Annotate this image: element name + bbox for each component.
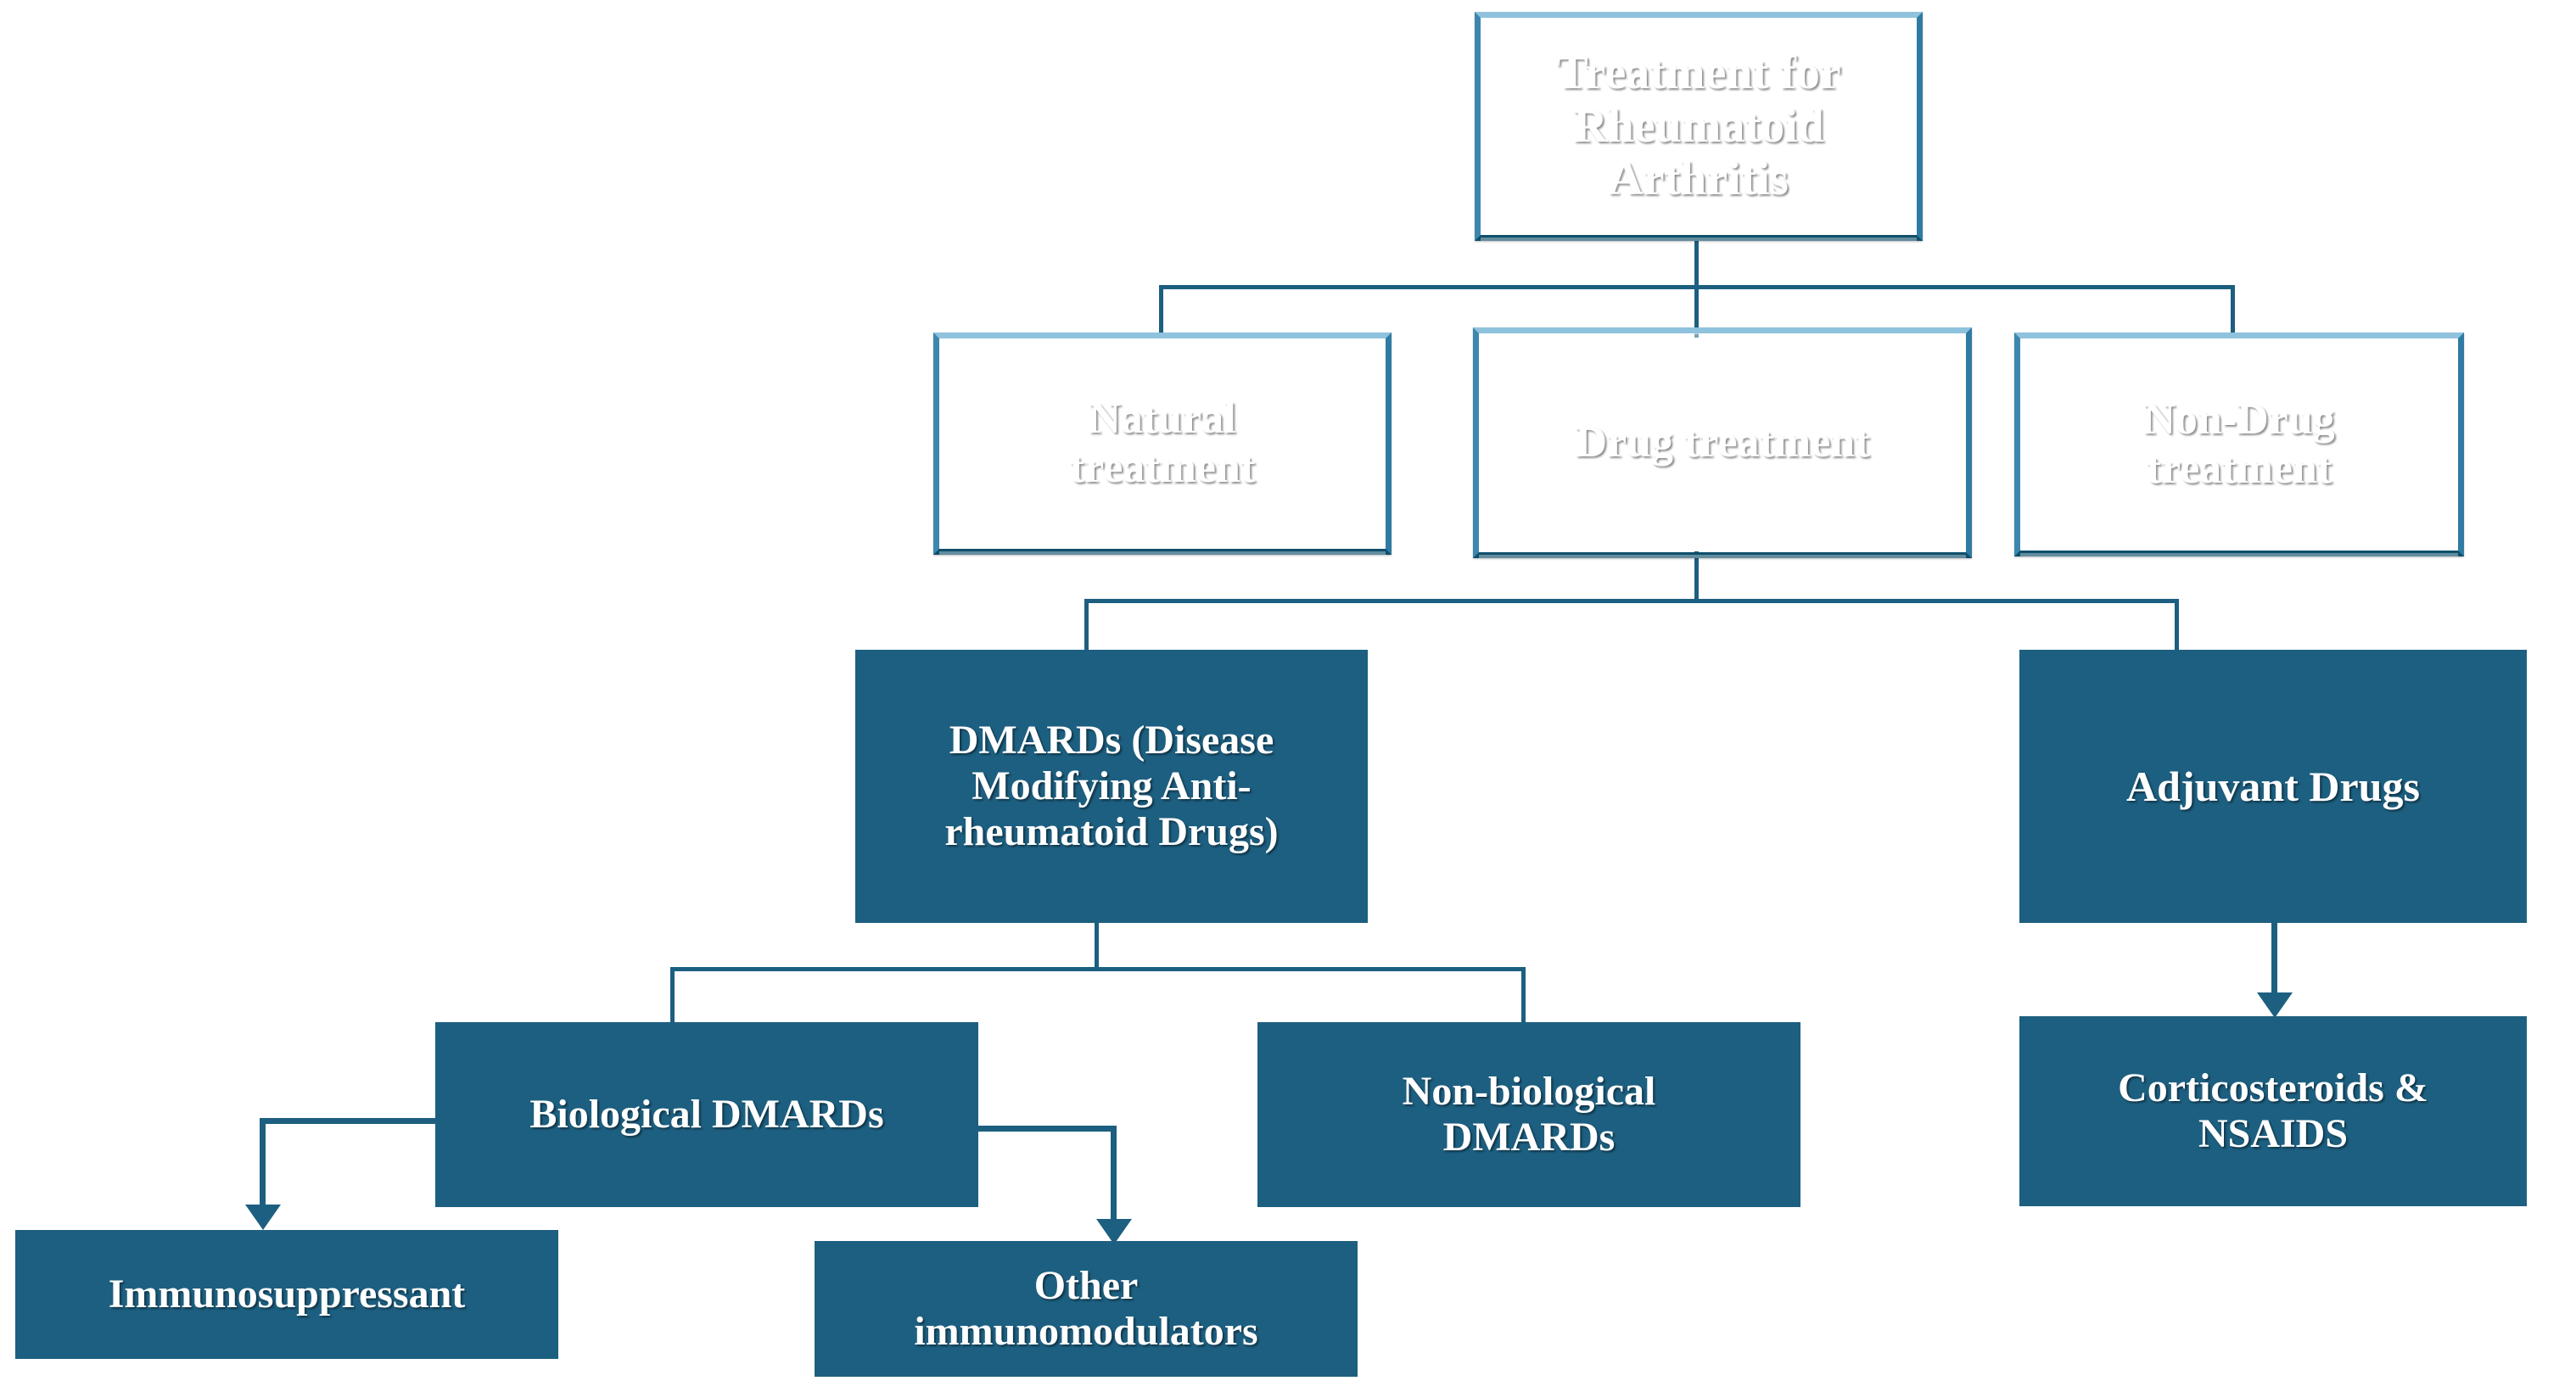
arrowhead-immunosuppressant	[245, 1205, 281, 1230]
connector-to-non-biological-dmards	[1521, 967, 1526, 1025]
arrowhead-corticosteroids	[2257, 992, 2293, 1018]
node-dmards-label: DMARDs (Disease Modifying Anti- rheumato…	[944, 718, 1279, 854]
connector-drug-treatment-stem	[1694, 551, 1699, 602]
connector-biological-right-arm	[974, 1126, 1117, 1132]
connector-to-adjuvant-drugs	[2175, 599, 2179, 651]
node-root-label: Treatment for Rheumatoid Arthritis	[1556, 46, 1841, 206]
node-natural-treatment[interactable]: Natural treatment	[933, 333, 1392, 555]
connector-root-stem	[1694, 236, 1699, 288]
node-other-immunomodulators[interactable]: Other immunomodulators	[815, 1241, 1358, 1377]
node-drug-treatment-label: Drug treatment	[1575, 417, 1870, 467]
connector-biological-right-drop	[1111, 1126, 1117, 1226]
connector-to-natural-treatment	[1159, 285, 1163, 338]
node-non-drug-treatment[interactable]: Non-Drug treatment	[2014, 333, 2464, 556]
node-adjuvant-drugs-label: Adjuvant Drugs	[2126, 763, 2420, 810]
connector-row4-bus	[670, 967, 1526, 971]
connector-to-drug-treatment	[1694, 285, 1699, 338]
node-drug-treatment[interactable]: Drug treatment	[1473, 327, 1972, 558]
node-other-immunomodulators-label: Other immunomodulators	[914, 1263, 1258, 1354]
connector-biological-left-drop	[260, 1118, 266, 1211]
node-adjuvant-drugs[interactable]: Adjuvant Drugs	[2019, 650, 2527, 923]
connector-to-non-drug-treatment	[2231, 285, 2235, 338]
node-dmards[interactable]: DMARDs (Disease Modifying Anti- rheumato…	[855, 650, 1368, 923]
node-corticosteroids-nsaids[interactable]: Corticosteroids & NSAIDS	[2019, 1016, 2527, 1206]
node-non-biological-dmards[interactable]: Non-biological DMARDs	[1257, 1022, 1800, 1207]
connector-dmards-stem	[1095, 920, 1099, 970]
node-non-biological-dmards-label: Non-biological DMARDs	[1402, 1069, 1656, 1160]
node-biological-dmards-label: Biological DMARDs	[529, 1092, 884, 1138]
connector-to-dmards	[1084, 599, 1089, 651]
node-natural-treatment-label: Natural treatment	[1069, 394, 1256, 492]
connector-adjuvant-to-corticosteroids	[2271, 920, 2277, 999]
node-root[interactable]: Treatment for Rheumatoid Arthritis	[1475, 12, 1923, 241]
node-immunosuppressant[interactable]: Immunosuppressant	[15, 1230, 558, 1359]
arrowhead-other-immunomodulators	[1096, 1219, 1132, 1244]
node-non-drug-treatment-label: Non-Drug treatment	[2143, 394, 2335, 493]
connector-biological-left-arm	[260, 1118, 438, 1124]
connector-to-biological-dmards	[670, 967, 675, 1025]
node-immunosuppressant-label: Immunosuppressant	[108, 1272, 466, 1317]
node-corticosteroids-nsaids-label: Corticosteroids & NSAIDS	[2118, 1065, 2428, 1156]
node-biological-dmards[interactable]: Biological DMARDs	[435, 1022, 978, 1207]
connector-row3-bus	[1084, 599, 2179, 603]
